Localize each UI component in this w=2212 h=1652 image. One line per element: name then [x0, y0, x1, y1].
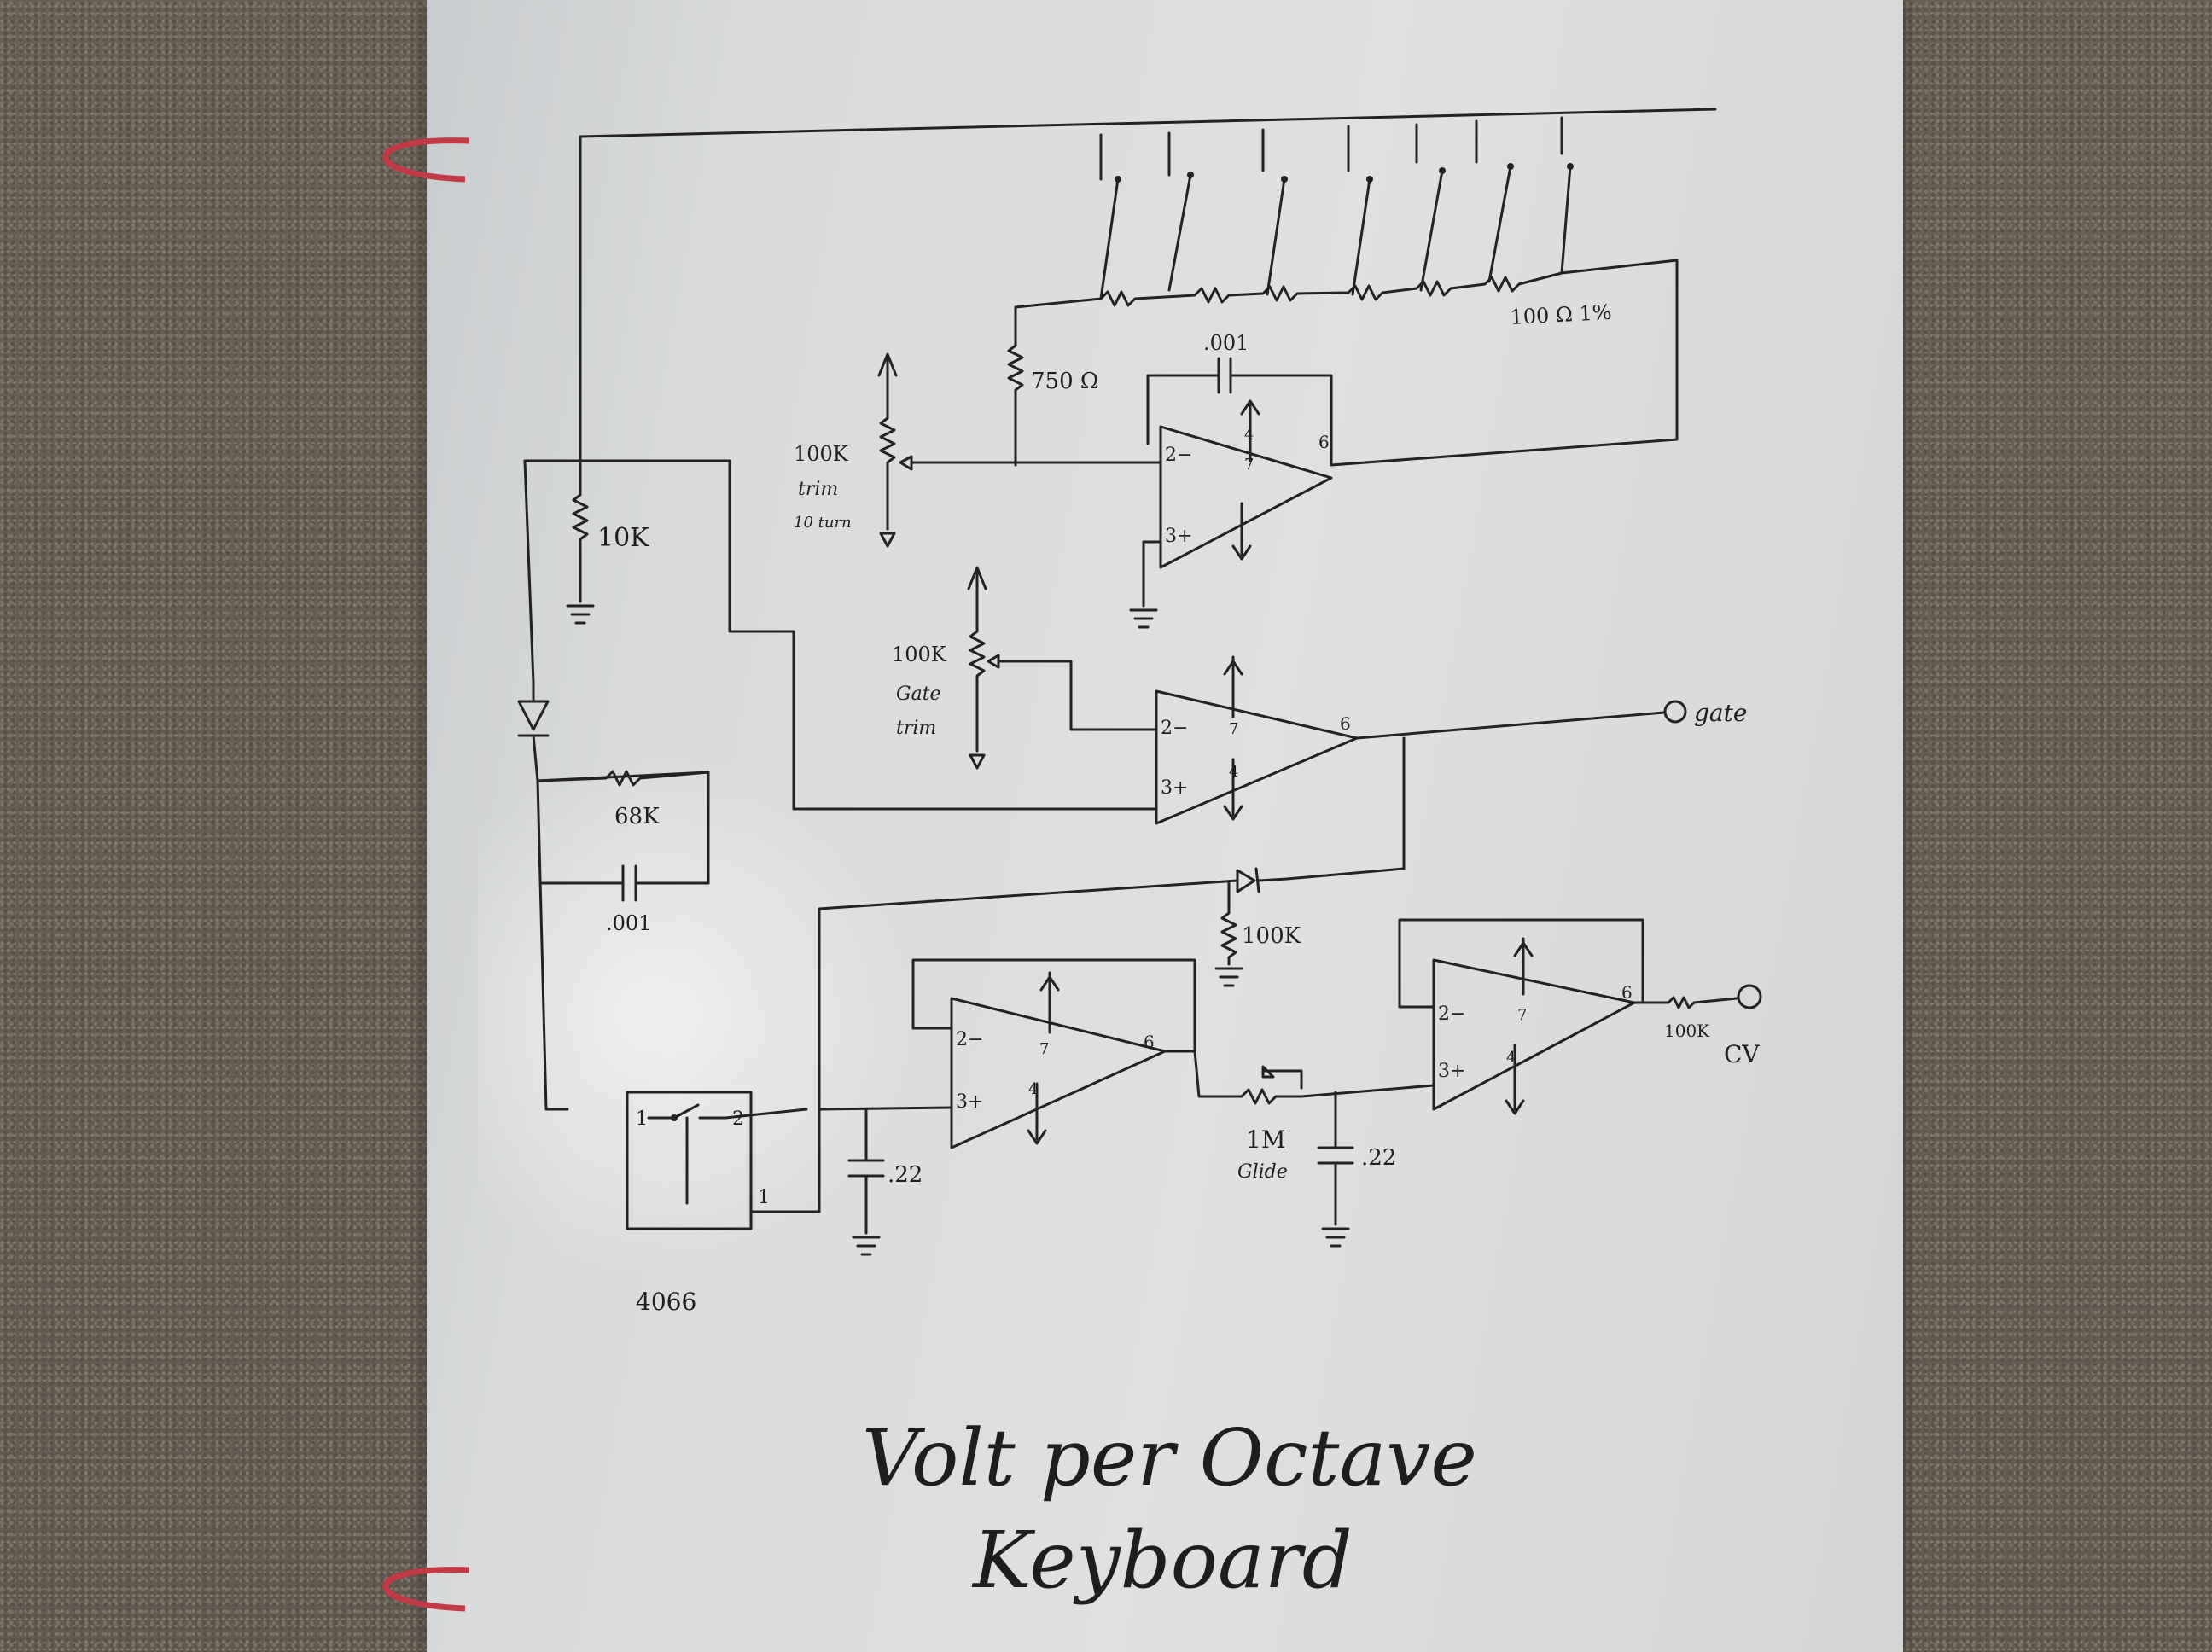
opamp-1: 2− 3+ 6 4 7: [1129, 399, 1333, 629]
opamp-1-non: 3+: [1165, 526, 1192, 547]
capacitor-top-label: .001: [1203, 331, 1249, 355]
switch-pin-control: 1: [758, 1187, 770, 1208]
capacitor-hold: .22: [818, 1106, 953, 1256]
cv-output: 100K CV: [1641, 984, 1762, 1068]
opamp-2: 2− 3+ 6 7 4: [1155, 655, 1359, 825]
resistor-ladder: 100 Ω 1%: [1014, 259, 1679, 467]
opamp-4: 2− 3+ 6 7 4: [1398, 918, 1644, 1115]
trimmer-10turn: 100K trim 10 turn: [794, 352, 1150, 548]
opamp-2-non: 3+: [1161, 777, 1188, 799]
opamp-4-inv: 2−: [1438, 1003, 1465, 1025]
opamp-1-vm: 7: [1244, 456, 1254, 474]
opamp-3-vp: 7: [1039, 1040, 1049, 1058]
opamp-1-out-pin: 6: [1318, 432, 1330, 452]
key-switches: [1099, 116, 1574, 300]
glide-label: Glide: [1237, 1161, 1288, 1183]
diode-resistor-label: 100K: [1242, 923, 1301, 949]
opamp-2-vm: 4: [1229, 763, 1238, 781]
trimmer-1-label-2: trim: [798, 479, 838, 500]
comparator-input-wire: [523, 459, 1158, 811]
title-line-2: Keyboard: [971, 1515, 1353, 1606]
input-rc-network: 68K .001: [517, 681, 710, 1111]
binder-ring-top: [382, 137, 470, 183]
ladder-resistor-label: 100 Ω 1%: [1510, 300, 1612, 329]
switch-pin-2: 2: [732, 1108, 744, 1130]
key-bus-wire: [579, 108, 1717, 454]
capacitor-feedback-label: .001: [606, 911, 651, 935]
trimmer-1-label-3: 10 turn: [794, 514, 852, 532]
output-resistor-label: 100K: [1664, 1021, 1710, 1041]
diagram-title: Volt per Octave Keyboard: [862, 1412, 1477, 1606]
resistor-10k-label: 10K: [597, 523, 649, 553]
capacitor-hold-label: .22: [888, 1162, 923, 1188]
binder-ring-bottom: [382, 1567, 470, 1612]
opamp-4-non: 3+: [1438, 1061, 1465, 1082]
trimmer-2-label-3: trim: [896, 718, 936, 739]
switch-ic-label: 4066: [636, 1288, 696, 1316]
gate-output-label: gate: [1694, 699, 1747, 727]
opamp-2-vp: 7: [1229, 720, 1238, 738]
glide-value: 1M: [1246, 1126, 1285, 1154]
trimmer-2-label-2: Gate: [896, 683, 941, 705]
trimmer-gate: 100K Gate trim: [892, 566, 1158, 770]
capacitor-top: .001: [1146, 331, 1333, 467]
resistor-750: 750 Ω: [1007, 305, 1098, 467]
opamp-2-inv: 2−: [1161, 718, 1188, 739]
resistor-10k: 10K: [566, 451, 649, 625]
opamp-4-vm: 4: [1506, 1049, 1516, 1067]
gate-output: gate: [1355, 699, 1747, 740]
opamp-1-vp: 4: [1244, 426, 1254, 444]
opamp-3-non: 3+: [956, 1091, 983, 1113]
switch-4066: 1 2 1 4066: [626, 1091, 821, 1316]
trimmer-2-value: 100K: [892, 643, 947, 666]
resistor-68k-label: 68K: [614, 804, 660, 829]
title-line-1: Volt per Octave: [862, 1412, 1477, 1504]
cv-output-label: CV: [1724, 1040, 1760, 1068]
opamp-3-vm: 4: [1028, 1080, 1038, 1098]
opamp-4-vp: 7: [1517, 1006, 1527, 1024]
gate-diode: 100K: [818, 736, 1406, 1111]
opamp-3-inv: 2−: [956, 1029, 983, 1050]
glide-pot: 1M Glide: [1193, 1050, 1435, 1183]
opamp-2-out-pin: 6: [1340, 713, 1351, 734]
opamp-3: 2− 3+ 6 7 4: [911, 958, 1196, 1149]
capacitor-glide: .22: [1317, 1091, 1396, 1248]
switch-pin-1: 1: [636, 1108, 648, 1130]
capacitor-glide-label: .22: [1361, 1145, 1396, 1171]
opamp-3-out-pin: 6: [1144, 1032, 1155, 1052]
opamp-4-out-pin: 6: [1621, 982, 1633, 1003]
trimmer-1-value: 100K: [794, 442, 849, 466]
opamp-1-inv: 2−: [1165, 445, 1192, 466]
resistor-750-label: 750 Ω: [1031, 369, 1098, 394]
